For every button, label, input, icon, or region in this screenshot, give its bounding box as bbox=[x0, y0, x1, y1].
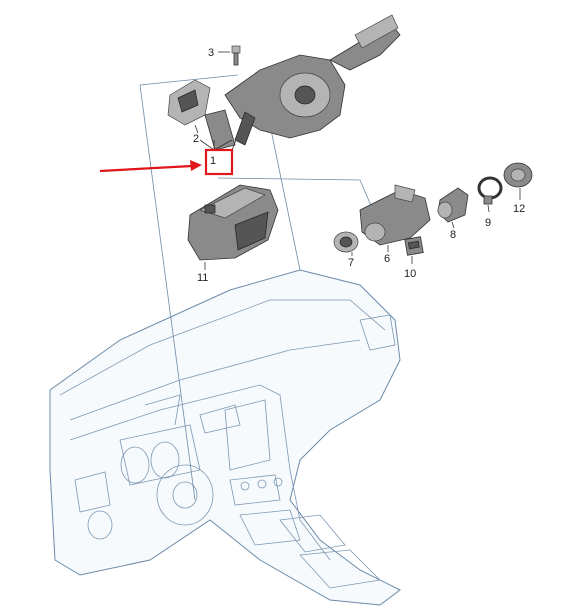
part-11-control-unit bbox=[187, 184, 279, 270]
dashboard-outline bbox=[49, 269, 401, 606]
callout-10: 10 bbox=[404, 268, 416, 280]
part-7-cap bbox=[333, 231, 359, 256]
part-8-lock-cylinder bbox=[437, 187, 469, 229]
callout-7: 7 bbox=[348, 257, 354, 269]
part-9-ring bbox=[477, 176, 503, 213]
callout-3: 3 bbox=[208, 47, 214, 59]
part-10-connector bbox=[404, 236, 424, 264]
callout-8: 8 bbox=[450, 229, 456, 241]
highlight-box bbox=[204, 148, 234, 176]
callout-1: 1 bbox=[210, 155, 216, 167]
part-6-lock-housing bbox=[359, 184, 431, 252]
callout-12: 12 bbox=[513, 203, 525, 215]
guide-lines bbox=[139, 74, 376, 501]
part-12-bezel-ring bbox=[503, 162, 533, 200]
callout-11: 11 bbox=[197, 272, 208, 284]
part-3-screw bbox=[218, 45, 241, 66]
highlight-arrow bbox=[99, 160, 202, 173]
part-2-bracket bbox=[167, 79, 211, 134]
callout-9: 9 bbox=[485, 217, 491, 229]
steering-column-switch bbox=[199, 14, 401, 151]
callout-2: 2 bbox=[193, 133, 199, 145]
callout-6: 6 bbox=[384, 253, 390, 265]
